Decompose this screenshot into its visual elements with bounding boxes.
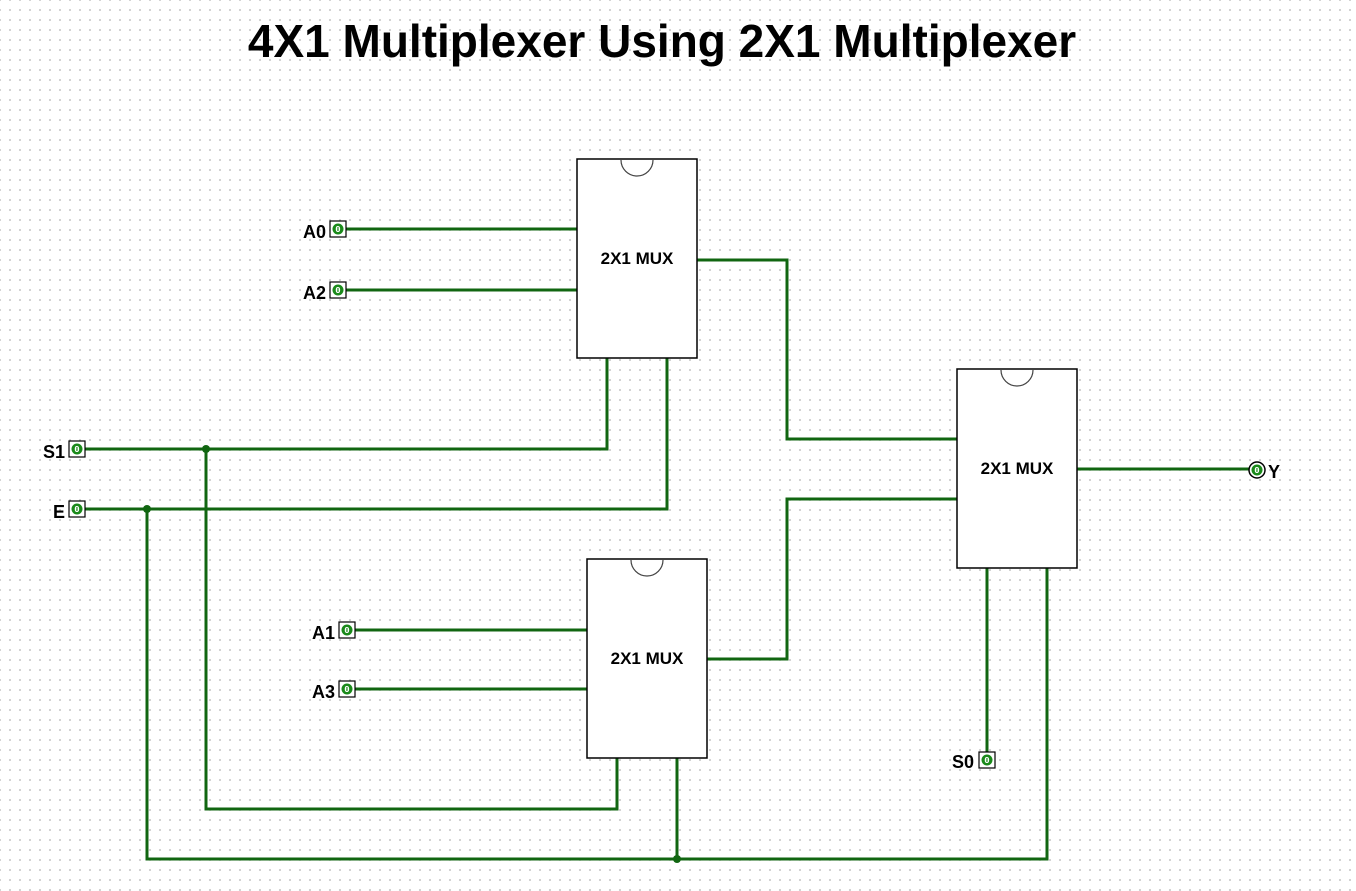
input-a1-led	[341, 624, 353, 636]
mux-top-body[interactable]	[576, 158, 698, 359]
input-s1-label: S1	[43, 442, 65, 462]
mux-bottom[interactable]: 2X1 MUX	[586, 558, 708, 759]
mux-bottom-body[interactable]	[586, 558, 708, 759]
input-a3[interactable]: A3 0	[312, 680, 356, 702]
input-a3-label: A3	[312, 682, 335, 702]
mux-final-label: 2X1 MUX	[981, 459, 1054, 478]
junction-s1	[202, 445, 210, 453]
input-a1[interactable]: A1 0	[312, 621, 356, 643]
diagram-title: 4X1 Multiplexer Using 2X1 Multiplexer	[247, 15, 1077, 67]
input-s0-led	[981, 754, 993, 766]
input-a0-value: 0	[335, 225, 340, 235]
input-s1-led	[71, 443, 83, 455]
input-s0-value: 0	[984, 756, 989, 766]
input-a1-label: A1	[312, 623, 335, 643]
input-e[interactable]: E 0	[53, 500, 86, 522]
mux-final[interactable]: 2X1 MUX	[956, 368, 1078, 569]
wire-e-branch	[145, 507, 1049, 861]
input-e-led	[71, 503, 83, 515]
input-a0-label: A0	[303, 222, 326, 242]
input-a2-led	[332, 284, 344, 296]
mux-top[interactable]: 2X1 MUX	[576, 158, 698, 359]
input-e-label: E	[53, 502, 65, 522]
input-a3-value: 0	[344, 685, 349, 695]
input-e-value: 0	[74, 505, 79, 515]
wires	[84, 227, 1252, 861]
junction-e	[143, 505, 151, 513]
output-y-value: 0	[1254, 466, 1259, 476]
wire-bottom-mux-out	[705, 497, 959, 661]
output-y: 0 Y	[1248, 461, 1280, 482]
output-y-led	[1251, 464, 1263, 476]
input-s0-label: S0	[952, 752, 974, 772]
wire-top-mux-out	[695, 258, 959, 441]
mux-bottom-label: 2X1 MUX	[611, 649, 684, 668]
mux-top-label: 2X1 MUX	[601, 249, 674, 268]
wire-s1-branch	[204, 447, 619, 811]
input-a2-label: A2	[303, 283, 326, 303]
input-a3-led	[341, 683, 353, 695]
input-a2[interactable]: A2 0	[303, 281, 347, 303]
mux-top-notch	[620, 159, 654, 177]
mux-final-notch	[1000, 369, 1034, 387]
input-a1-value: 0	[344, 626, 349, 636]
wire-e	[84, 356, 669, 511]
input-s1-value: 0	[74, 445, 79, 455]
input-a0-led	[332, 223, 344, 235]
input-s0[interactable]: S0 0	[952, 751, 996, 772]
output-y-label: Y	[1268, 462, 1280, 482]
wire-s1	[84, 356, 609, 451]
input-a0[interactable]: A0 0	[303, 220, 347, 242]
mux-final-body[interactable]	[956, 368, 1078, 569]
junction-e-bottom	[673, 855, 681, 863]
input-s1[interactable]: S1 0	[43, 440, 86, 462]
input-a2-value: 0	[335, 286, 340, 296]
mux-bottom-notch	[630, 559, 664, 577]
